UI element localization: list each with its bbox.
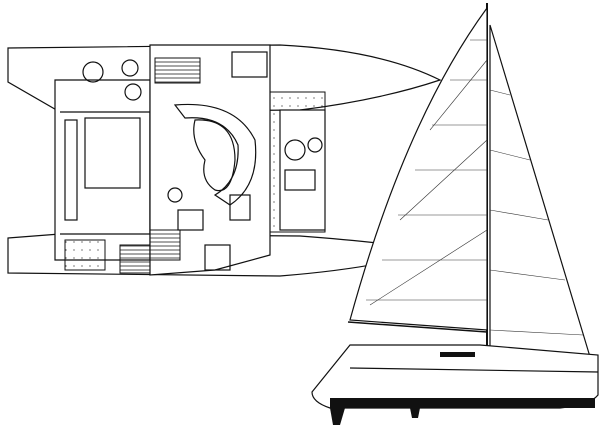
stbd-bunk xyxy=(64,239,106,271)
berth-port-fwd xyxy=(231,51,268,78)
cockpit-table xyxy=(84,117,141,189)
stairs-starboard xyxy=(149,229,181,261)
stairs-port xyxy=(154,57,201,84)
hatch-2 xyxy=(307,137,323,153)
helm-port xyxy=(82,61,104,83)
nav-station xyxy=(177,209,204,231)
bridgedeck xyxy=(54,79,151,261)
galley-sink xyxy=(167,187,183,203)
keel xyxy=(330,408,345,425)
deck-line xyxy=(349,367,599,373)
hatch-1 xyxy=(284,139,306,161)
side-cabinet xyxy=(229,194,251,221)
berth-stbd-fwd xyxy=(204,244,231,271)
rudder xyxy=(410,408,420,418)
sail-battens xyxy=(366,39,584,336)
port-round-1 xyxy=(121,59,139,77)
mainsail xyxy=(349,6,488,331)
stbd-planks xyxy=(119,244,151,274)
cockpit-seat xyxy=(64,119,78,221)
deck-plan xyxy=(7,44,442,277)
port-round-2 xyxy=(124,83,142,101)
cabin-windows xyxy=(440,352,475,357)
boom xyxy=(347,321,488,333)
winch xyxy=(284,169,316,191)
saloon-table xyxy=(193,119,236,192)
sail-profile xyxy=(311,3,599,425)
hull-stripe xyxy=(330,398,595,408)
